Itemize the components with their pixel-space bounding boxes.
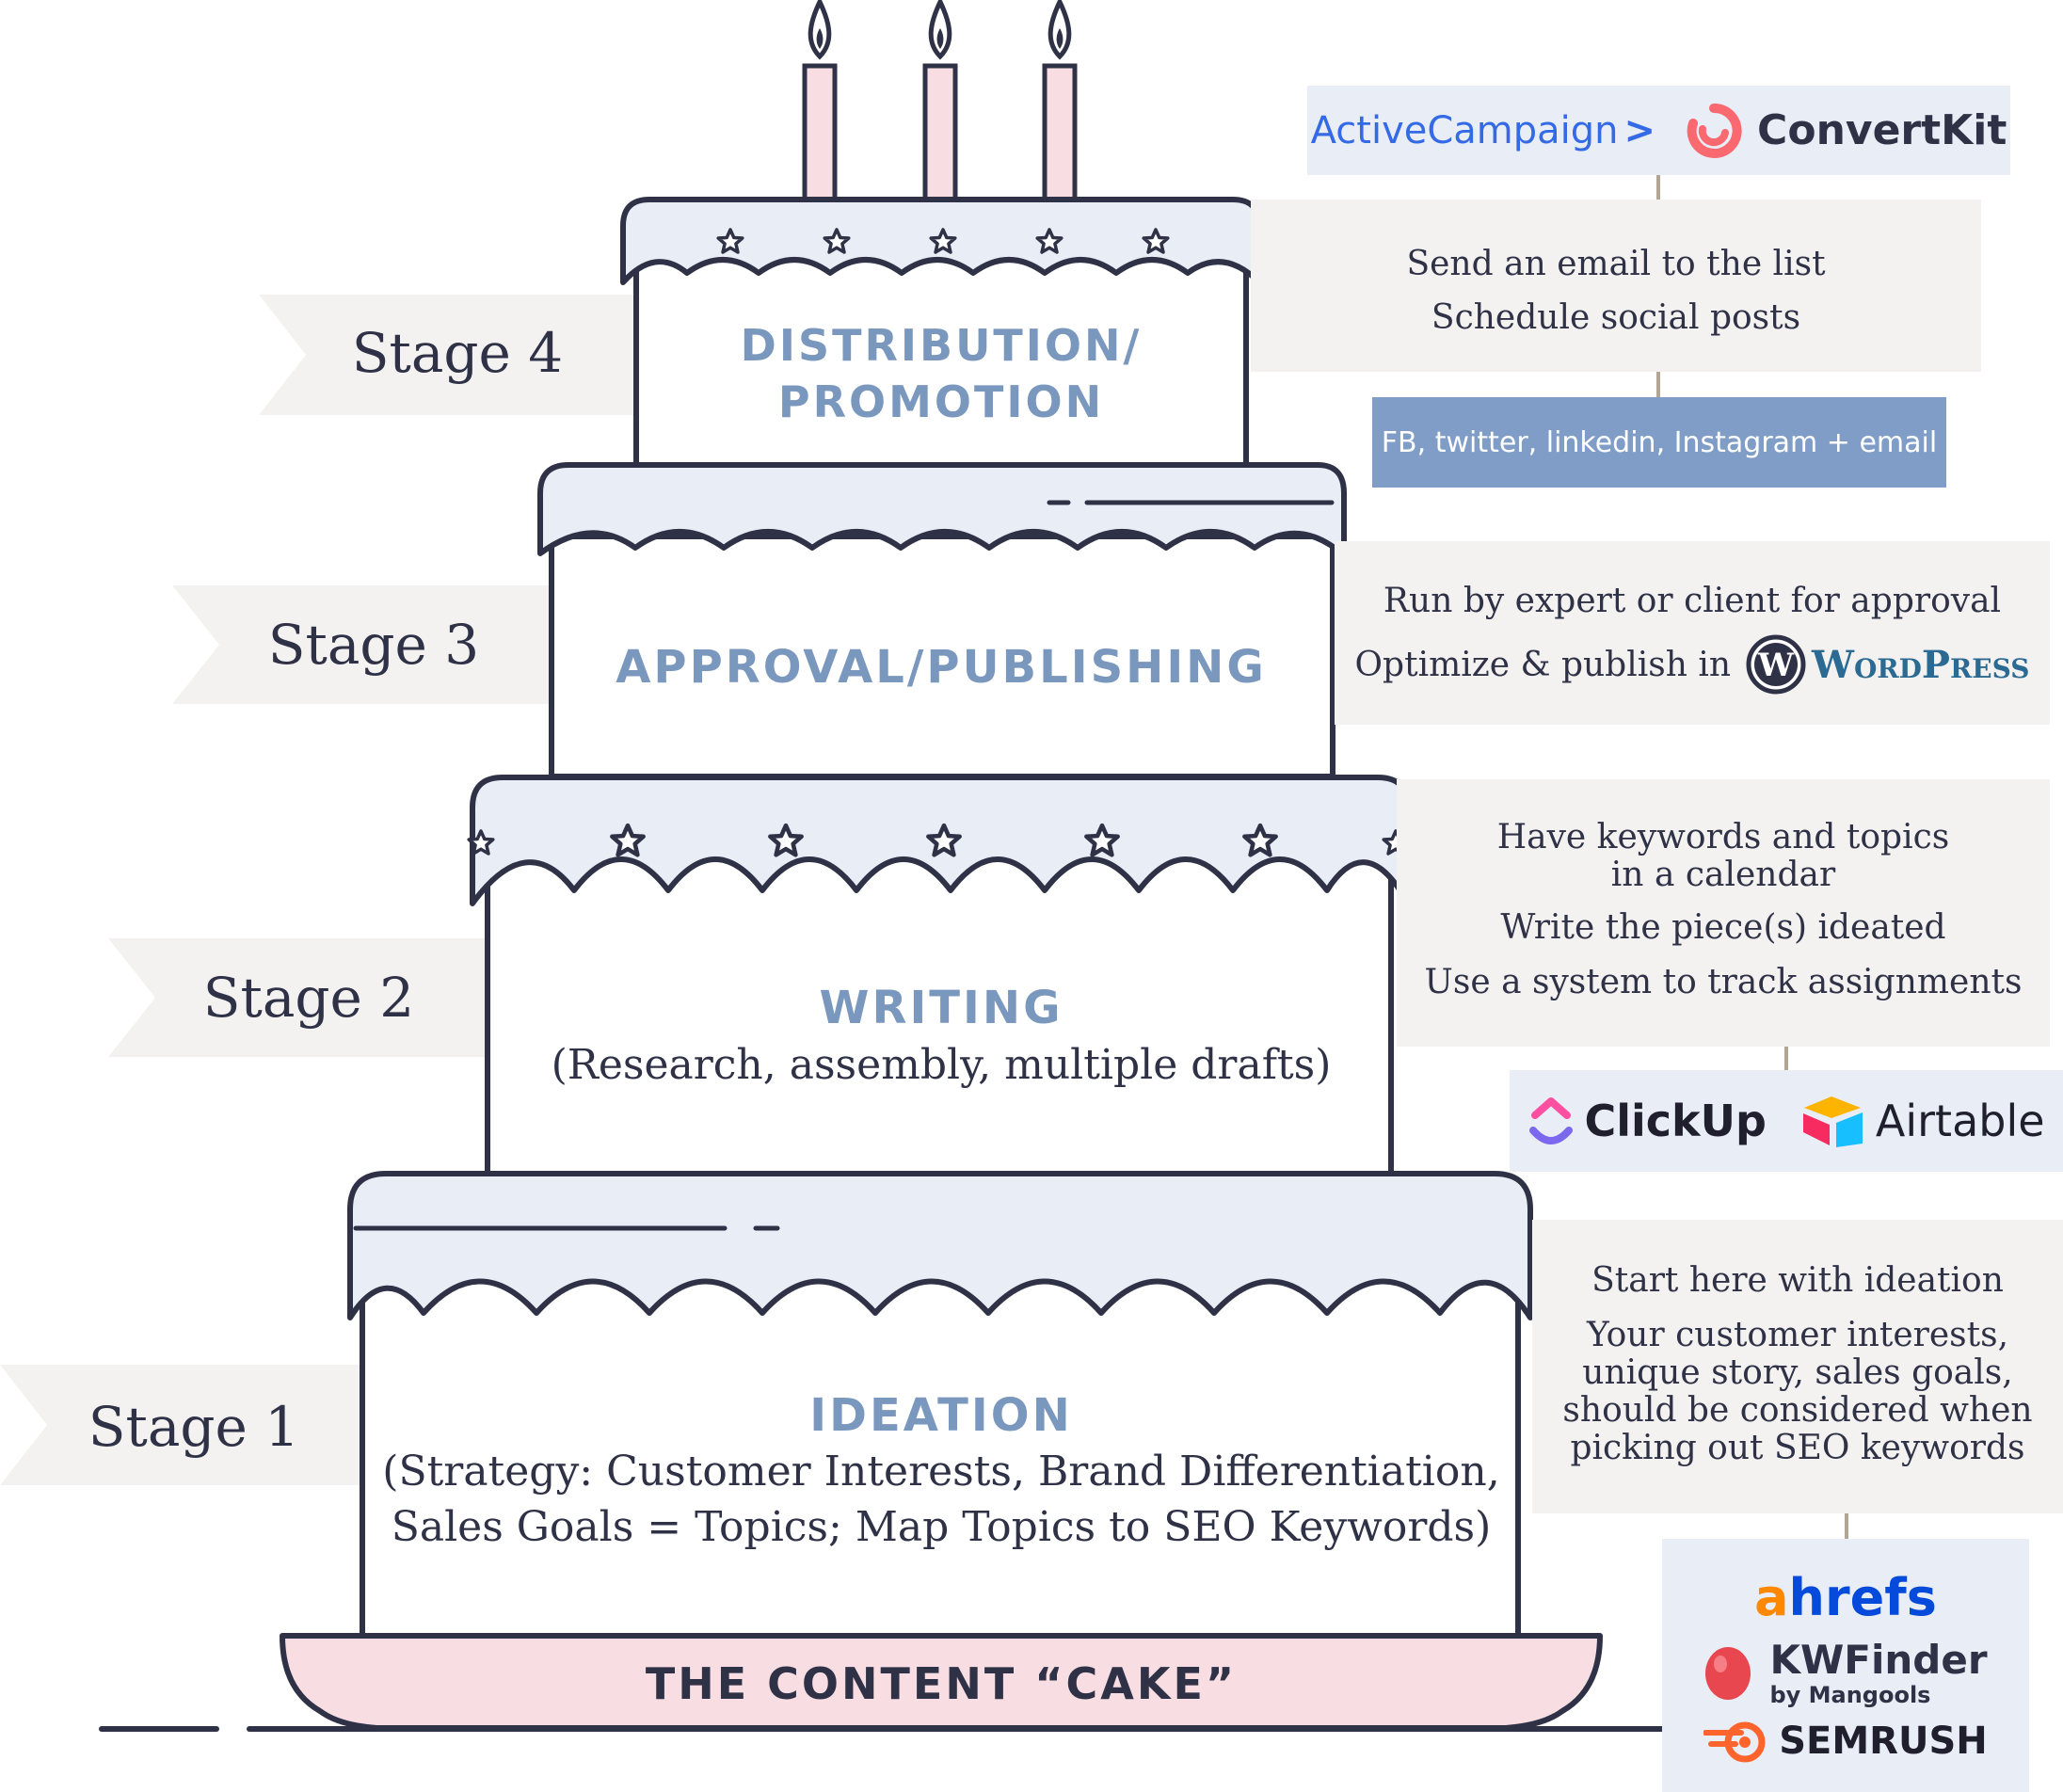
kwfinder-subtext: by Mangools (1769, 1682, 1931, 1708)
convertkit-icon (1687, 103, 1742, 158)
candle-right (1042, 0, 1078, 202)
stage-1-note-line-3: unique story, sales goals, (1582, 1353, 2013, 1392)
stage-3-note: Run by expert or client for approval Opt… (1335, 541, 2050, 725)
convertkit-logo: ConvertKit (1684, 101, 2007, 161)
ahrefs-a: a (1754, 1568, 1789, 1627)
tier-4-title-line-1: DISTRIBUTION/ (741, 320, 1143, 371)
stage-1-note-line-4: should be considered when (1562, 1391, 2033, 1430)
airtable-icon (1802, 1096, 1863, 1147)
stage-2-label: Stage 2 (203, 966, 414, 1030)
tier-2-writing: WRITING (Research, assembly, multiple dr… (467, 775, 1411, 1176)
stage-4-note: Send an email to the list Schedule socia… (1251, 200, 1981, 372)
tier-3-title: APPROVAL/PUBLISHING (616, 641, 1267, 694)
activecampaign-text: ActiveCampaign (1310, 108, 1619, 152)
tier-2-subtitle: (Research, assembly, multiple drafts) (552, 1041, 1332, 1089)
kwfinder-text: KWFinder (1769, 1637, 1988, 1683)
kwfinder-icon (1705, 1647, 1751, 1700)
tier-1-ideation: IDEATION (Strategy: Customer Interests, … (347, 1171, 1533, 1642)
activecampaign-logo: ActiveCampaign > (1311, 109, 1655, 152)
semrush-icon (1703, 1721, 1766, 1763)
connector-stage2 (1784, 1047, 1788, 1070)
stage-1-note-line-1: Start here with ideation (1591, 1261, 2004, 1300)
candle-left (802, 0, 838, 202)
stage-1-note: Start here with ideation Your customer i… (1532, 1220, 2063, 1513)
stage-4-channels-bar: FB, twitter, linkedin, Instagram + email (1372, 397, 1946, 488)
tier-1-subtitle-line-1: (Strategy: Customer Interests, Brand Dif… (382, 1448, 1499, 1496)
stage-2-note-line-4: Use a system to track assignments (1424, 963, 2023, 1001)
plate-label: THE CONTENT “CAKE” (646, 1658, 1237, 1709)
stage-1-label: Stage 1 (88, 1395, 299, 1459)
airtable-logo: Airtable (1800, 1093, 2045, 1149)
wordpress-text: WordPress (1812, 642, 2030, 687)
stage-4-note-line-2: Schedule social posts (1431, 298, 1801, 337)
semrush-logo: SEMRUSH (1703, 1720, 1988, 1763)
writing-tools-box: ClickUp Airtable (1510, 1070, 2063, 1172)
kwfinder-logo: KWFinder by Mangools (1703, 1637, 1988, 1708)
airtable-text: Airtable (1875, 1096, 2045, 1146)
candles (802, 0, 1078, 202)
stage-3-note-line-2: Optimize & publish in (1354, 645, 1732, 684)
tier-1-subtitle-line-2: Sales Goals = Topics; Map Topics to SEO … (392, 1503, 1492, 1551)
tier-3-approval: APPROVAL/PUBLISHING (537, 462, 1347, 779)
stage-1-note-line-5: picking out SEO keywords (1570, 1429, 2025, 1467)
stage-4-note-line-1: Send an email to the list (1406, 245, 1826, 283)
connector-stage4-bottom (1656, 372, 1660, 397)
stage-2-ribbon (108, 938, 489, 1057)
semrush-text: SEMRUSH (1779, 1720, 1988, 1763)
stage-2-note-line-1: Have keywords and topics (1496, 818, 1950, 856)
candle-middle (922, 0, 958, 202)
stage-4-label: Stage 4 (352, 321, 563, 385)
stage-4-channels-text: FB, twitter, linkedin, Instagram + email (1381, 425, 1938, 459)
cake-plate: THE CONTENT “CAKE” (99, 1633, 1669, 1732)
convertkit-text: ConvertKit (1757, 106, 2007, 154)
svg-text:W: W (1757, 647, 1795, 684)
tier-2-title: WRITING (820, 982, 1063, 1034)
stage-4-ribbon (259, 295, 640, 415)
tier-4-distribution: DISTRIBUTION/ PROMOTION (620, 197, 1262, 469)
email-tools-box: ActiveCampaign > ConvertKit (1307, 86, 2010, 175)
stage-3-note-line-2-row: Optimize & publish in W WordPress (1335, 634, 2050, 695)
stage-1-ribbon (0, 1365, 367, 1485)
tier-4-title-line-2: PROMOTION (778, 376, 1104, 427)
stage-3-note-line-1: Run by expert or client for approval (1383, 582, 2002, 620)
stage-2-note-line-2: in a calendar (1610, 856, 1836, 894)
stage-3-ribbon (172, 585, 555, 704)
stage-2-note: Have keywords and topics in a calendar W… (1397, 779, 2050, 1047)
wordpress-icon: W (1746, 634, 1806, 695)
clickup-icon (1529, 1097, 1574, 1144)
tier-1-title: IDEATION (809, 1389, 1073, 1442)
connector-stage4-top (1656, 175, 1660, 200)
clickup-text: ClickUp (1584, 1096, 1767, 1146)
stage-2-note-line-3: Write the piece(s) ideated (1500, 908, 1946, 947)
stage-1-note-line-2: Your customer interests, (1586, 1316, 2009, 1354)
ahrefs-text: hrefs (1788, 1568, 1937, 1627)
stage-3-label: Stage 3 (268, 613, 479, 677)
clickup-logo: ClickUp (1527, 1093, 1767, 1149)
activecampaign-chevron-icon: > (1623, 108, 1656, 152)
connector-stage1 (1845, 1513, 1848, 1539)
